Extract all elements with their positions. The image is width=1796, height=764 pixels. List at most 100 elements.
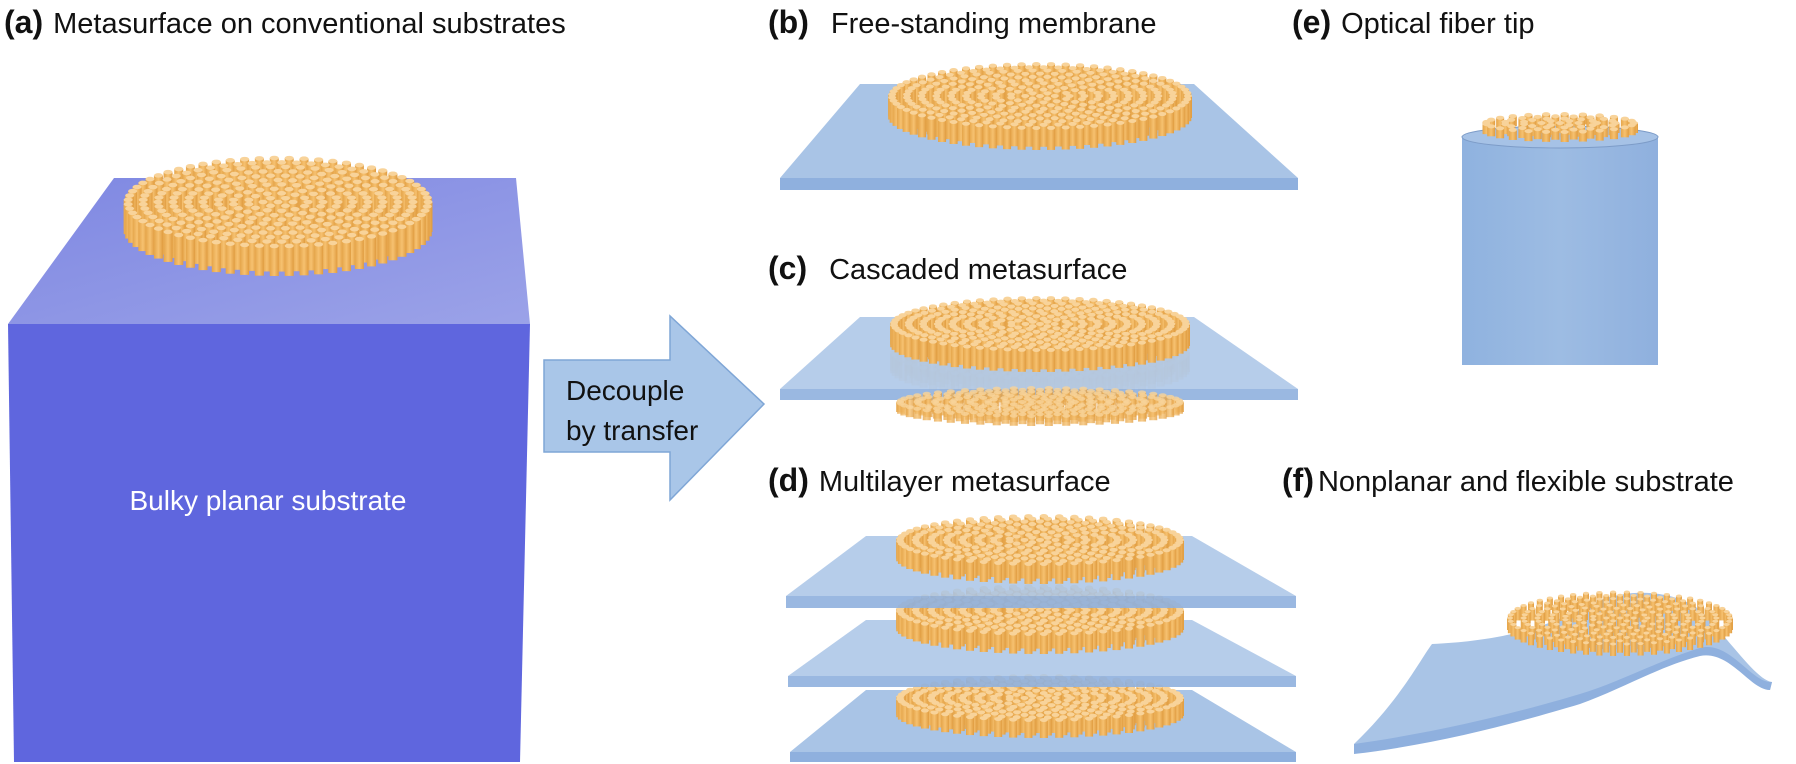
nanopillar-top [1072,302,1081,307]
nanopillar-top [994,534,1003,539]
nanopillar-top [1128,395,1137,400]
nanopillar-top [1051,519,1060,524]
nanopillar-top [985,411,994,416]
nanopillar-top [1136,620,1145,625]
nanopillar-top [975,314,984,319]
nanopillar-top [1061,689,1070,694]
nanopillar-top [985,531,994,536]
nanopillar [1125,558,1134,579]
nanopillar [1001,413,1010,424]
nanopillar [901,703,910,722]
nanopillar-top [921,87,930,92]
nanopillar [957,119,966,142]
nanopillar-top [926,527,935,532]
nanopillar-top [1088,518,1097,523]
nanopillar-top [1070,388,1079,393]
nanopillar-top [397,174,407,180]
nanopillar [1068,346,1077,369]
nanopillar-top [953,707,962,712]
nanopillar-top [1066,625,1075,630]
nanopillar-top [1072,533,1081,538]
nanopillar-top [1146,103,1155,108]
nanopillar-top [1166,405,1175,410]
nanopillar-top [957,84,966,89]
nanopillar-top [906,528,915,533]
nanopillar-top [1151,545,1160,550]
nanopillar-top [966,715,974,720]
panel-b-title-text: Free-standing membrane [830,8,1157,40]
nanopillar-top [1165,100,1174,105]
nanopillar-top [1113,329,1122,334]
nanopillar-top [161,186,171,192]
nanopillar-top [993,305,1002,310]
nanopillar-top [1043,540,1052,545]
nanopillar-top [1005,539,1014,544]
nanopillar-top [1085,303,1094,308]
nanopillar [989,348,998,371]
nanopillar-top [960,74,969,79]
nanopillar-top [1096,610,1105,615]
nanopillar-top [295,165,305,170]
nanopillar-top [1036,538,1044,542]
nanopillar-top [1064,304,1073,309]
nanopillar-top [322,177,332,183]
nanopillar-top [935,550,944,555]
nanopillar-top [969,519,978,524]
nanopillar-top [145,176,155,182]
nanopillar-top [1120,116,1129,121]
nanopillar-top [1062,96,1071,101]
membrane-edge [788,676,1296,687]
nanopillar-top [976,310,985,315]
nanopillar-top [945,115,954,120]
nanopillar [1164,336,1173,359]
nanopillar-top [964,613,973,618]
nanopillar-top [888,92,897,97]
nanopillar [1047,127,1056,150]
nanopillar-top [1039,122,1048,127]
nanopillar [378,233,388,264]
nanopillar-top [1006,115,1015,120]
nanopillar-top [969,389,978,394]
nanopillar-top [352,219,362,225]
nanopillar-top [233,206,243,211]
nanopillar-top [904,98,913,103]
nanopillar-top [138,218,148,224]
nanopillar-top [1096,540,1105,545]
nanopillar-top [1100,615,1109,620]
nanopillar-top [1079,85,1088,90]
nanopillar-top [1007,323,1016,328]
nanopillar-top [212,180,222,185]
nanopillar-top [1003,62,1012,67]
nanopillar-top [1024,686,1033,691]
nanopillar-top [1160,329,1169,334]
nanopillar-top [909,110,918,115]
nanopillar-top [292,238,302,244]
panel-a-title-text: Metasurface on conventional substrates [53,8,566,40]
nanopillar-top [1012,534,1021,539]
nanopillar [909,112,918,135]
nanopillar [306,240,316,271]
nanopillar-top [273,168,283,174]
nanopillar-top [362,204,372,209]
nanopillar-top [933,390,942,395]
nanopillar-top [1057,75,1066,80]
nanopillar-top [1055,618,1064,623]
nanopillar-top [281,203,290,209]
nanopillar-top [918,97,927,102]
nanopillar-top [1081,530,1090,535]
nanopillar-top [148,184,158,190]
nanopillar-top [1140,700,1149,705]
nanopillar-top [1028,113,1037,118]
nanopillar-top [1119,340,1128,345]
nanopillar [982,122,991,145]
nanopillar-top [1181,87,1190,92]
nanopillar-top [269,212,279,218]
nanopillar-top [331,204,341,209]
nanopillar-top [953,689,962,694]
nanopillar-top [1080,698,1089,703]
nanopillar [1155,552,1164,573]
nanopillar-top [202,215,212,221]
nanopillar-top [163,229,173,235]
nanopillar-top [1097,102,1106,107]
nanopillar [945,624,954,645]
